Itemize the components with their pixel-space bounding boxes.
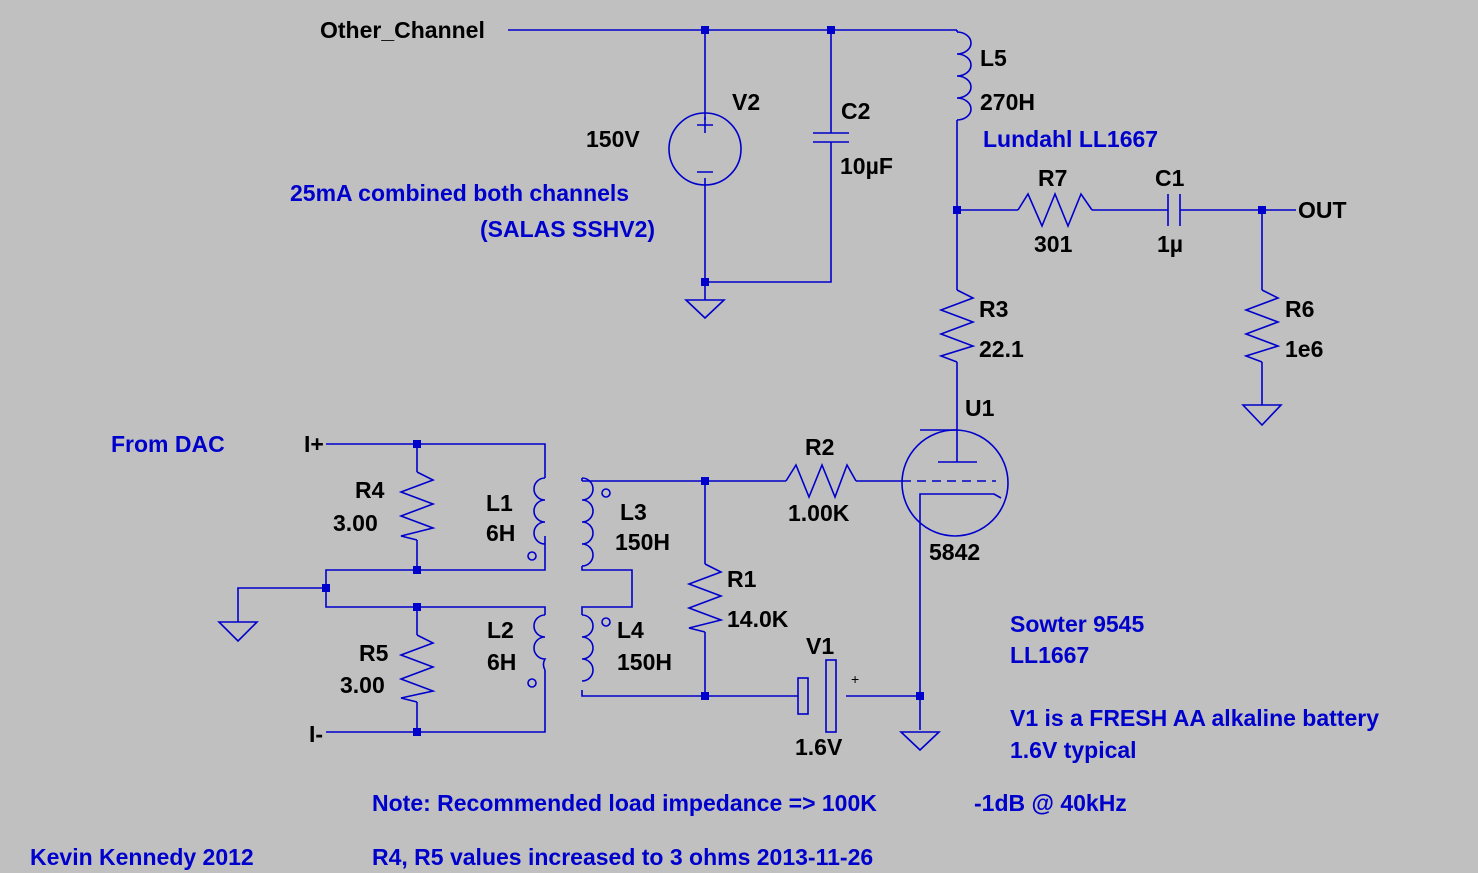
capacitor-c1 xyxy=(1167,194,1181,226)
inductor-l5 xyxy=(956,31,972,121)
l1-ref: L1 xyxy=(486,490,513,516)
r5-value: 3.00 xyxy=(340,672,385,698)
note-from-dac: From DAC xyxy=(111,431,225,457)
ground-symbol-v1 xyxy=(898,731,942,752)
c1-ref: C1 xyxy=(1155,165,1185,191)
note-revision: R4, R5 values increased to 3 ohms 2013-1… xyxy=(372,844,873,870)
r7-value: 301 xyxy=(1034,231,1073,257)
transformer-upper xyxy=(527,477,611,567)
v2-value: 150V xyxy=(586,126,640,152)
note-trafo-model-1: Sowter 9545 xyxy=(1010,611,1144,637)
r2-ref: R2 xyxy=(805,434,834,460)
net-label-i-minus: I- xyxy=(309,721,323,747)
resistor-r3 xyxy=(938,289,976,363)
resistor-r6 xyxy=(1243,289,1281,363)
c1-value: 1µ xyxy=(1157,231,1183,257)
resistor-r5 xyxy=(398,634,436,703)
battery-v1: + xyxy=(797,659,859,733)
note-battery-1: V1 is a FRESH AA alkaline battery xyxy=(1010,705,1379,731)
l4-ref: L4 xyxy=(617,617,644,643)
ground-symbol-ct xyxy=(217,621,259,643)
l1-value: 6H xyxy=(486,520,515,546)
battery-plus-sign: + xyxy=(851,671,859,687)
l2-value: 6H xyxy=(487,649,516,675)
note-author: Kevin Kennedy 2012 xyxy=(30,844,254,870)
transformer-lower xyxy=(527,614,611,688)
note-trafo-model-2: LL1667 xyxy=(1010,642,1089,668)
u1-value: 5842 xyxy=(929,539,980,565)
r4-value: 3.00 xyxy=(333,510,378,536)
resistor-r2 xyxy=(785,462,857,500)
note-battery-2: 1.6V typical xyxy=(1010,737,1137,763)
l2-ref: L2 xyxy=(487,617,514,643)
note-load-impedance: Note: Recommended load impedance => 100K xyxy=(372,790,877,816)
note-supply-current: 25mA combined both channels xyxy=(290,180,629,206)
l3-value: 150H xyxy=(615,529,670,555)
capacitor-c2 xyxy=(813,132,849,143)
wires xyxy=(237,29,1296,733)
net-label-other-channel: Other_Channel xyxy=(320,17,485,43)
l5-ref: L5 xyxy=(980,45,1007,71)
net-label-out: OUT xyxy=(1298,197,1347,223)
c2-value: 10µF xyxy=(840,153,893,179)
r2-value: 1.00K xyxy=(788,500,850,526)
l3-ref: L3 xyxy=(620,499,647,525)
note-choke-model: Lundahl LL1667 xyxy=(983,126,1158,152)
c2-ref: C2 xyxy=(841,98,870,124)
voltage-source-v2 xyxy=(668,112,742,186)
resistor-r7 xyxy=(1017,191,1093,229)
note-frequency-response: -1dB @ 40kHz xyxy=(974,790,1127,816)
r1-value: 14.0K xyxy=(727,606,789,632)
u1-ref: U1 xyxy=(965,395,995,421)
r3-ref: R3 xyxy=(979,296,1008,322)
r6-ref: R6 xyxy=(1285,296,1314,322)
ground-symbol-r6 xyxy=(1241,404,1283,427)
l5-value: 270H xyxy=(980,89,1035,115)
ground-symbol-v2 xyxy=(683,299,727,320)
junctions xyxy=(322,26,1266,736)
triode-u1 xyxy=(901,429,1009,537)
net-label-i-plus: I+ xyxy=(304,431,324,457)
r3-value: 22.1 xyxy=(979,336,1024,362)
r4-ref: R4 xyxy=(355,477,385,503)
r1-ref: R1 xyxy=(727,566,757,592)
note-supply-model: (SALAS SSHV2) xyxy=(480,216,655,242)
resistor-r4 xyxy=(398,471,436,541)
r5-ref: R5 xyxy=(359,640,389,666)
v2-ref: V2 xyxy=(732,89,760,115)
r6-value: 1e6 xyxy=(1285,336,1323,362)
v1-ref: V1 xyxy=(806,633,834,659)
r7-ref: R7 xyxy=(1038,165,1067,191)
l4-value: 150H xyxy=(617,649,672,675)
v1-value: 1.6V xyxy=(795,734,843,760)
resistor-r1 xyxy=(686,563,724,633)
